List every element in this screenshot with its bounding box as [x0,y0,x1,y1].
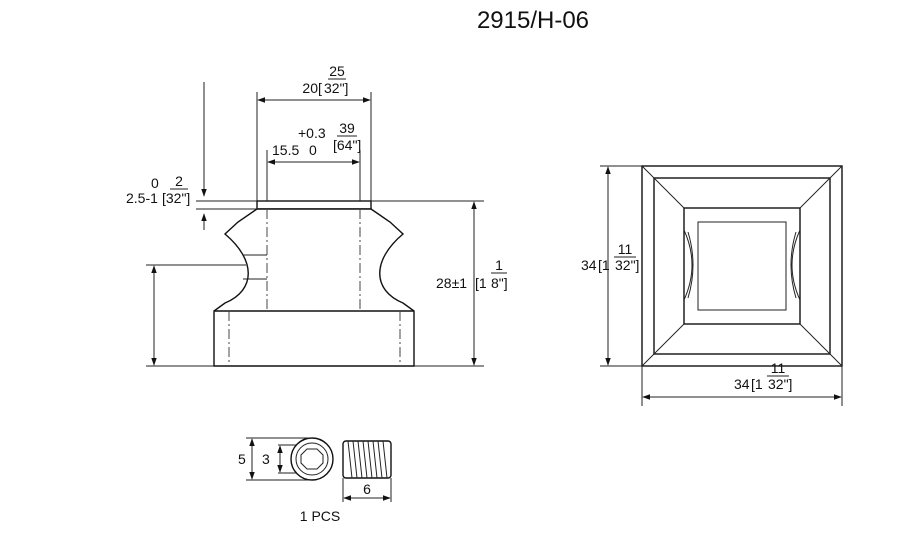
dim-screw-outer: 5 [238,451,246,467]
finial-body [213,208,415,367]
dim-screw-inner: 3 [262,451,270,467]
screw-recess-left [683,229,693,301]
dim-top-view-width-whole: [1 [751,376,763,392]
dim-top-width-mm: 20 [302,80,318,96]
top-view-bore-square [697,221,787,311]
dim-cap-num: 2 [175,173,183,189]
dim-cap-tol-upper: 0 [151,175,159,191]
screw-recess-right [791,229,801,301]
dim-height-den: 8"] [491,275,508,291]
hex-socket-icon [300,448,324,470]
dim-top-view-height-mm: 34 [581,257,597,273]
dim-bore-den: [64"] [333,137,361,153]
dim-top-view-width-den: 32"] [768,376,792,392]
cap-plate [256,200,372,210]
top-view: 34 [1 11 32"] 34 [1 11 32"] [581,165,843,406]
dim-top-view-height-num: 11 [618,241,633,257]
drawing-title: 2915/H-06 [477,7,589,34]
dim-bore-mm: 15.5 [272,142,299,158]
dim-cap-den: [32"] [162,190,190,206]
dim-height-num: 1 [495,257,503,273]
dim-bore-num: 39 [339,120,355,136]
dim-height-mm: 28±1 [436,275,467,291]
set-screw-end-outer [290,437,334,481]
dim-screw-length: 6 [363,481,371,497]
dim-top-view-height-whole: [1 [598,257,610,273]
dim-top-width-den: 32"] [324,80,348,96]
set-screw-detail: 5 3 6 1 PCS [238,437,392,524]
dim-bore-tol-lower: 0 [309,142,317,158]
dim-top-view-width-num: 11 [771,360,786,376]
thread-lines [347,440,388,479]
dim-cap-mm: 2.5-1 [126,190,158,206]
front-view: 25 20 [ 32"] +0.3 15.5 0 39 [64"] 0 2 2.… [126,63,508,367]
dim-top-view-width-mm: 34 [734,376,750,392]
top-view-outer-square [641,165,843,367]
dim-top-width-num: 25 [329,63,345,79]
dim-top-view-height-den: 32"] [615,257,639,273]
dim-bore-tol-upper: +0.3 [298,125,326,141]
set-screw-quantity: 1 PCS [300,508,340,524]
dim-height-whole: [1 [475,275,487,291]
dim-top-width-bracket: [ [318,80,322,96]
